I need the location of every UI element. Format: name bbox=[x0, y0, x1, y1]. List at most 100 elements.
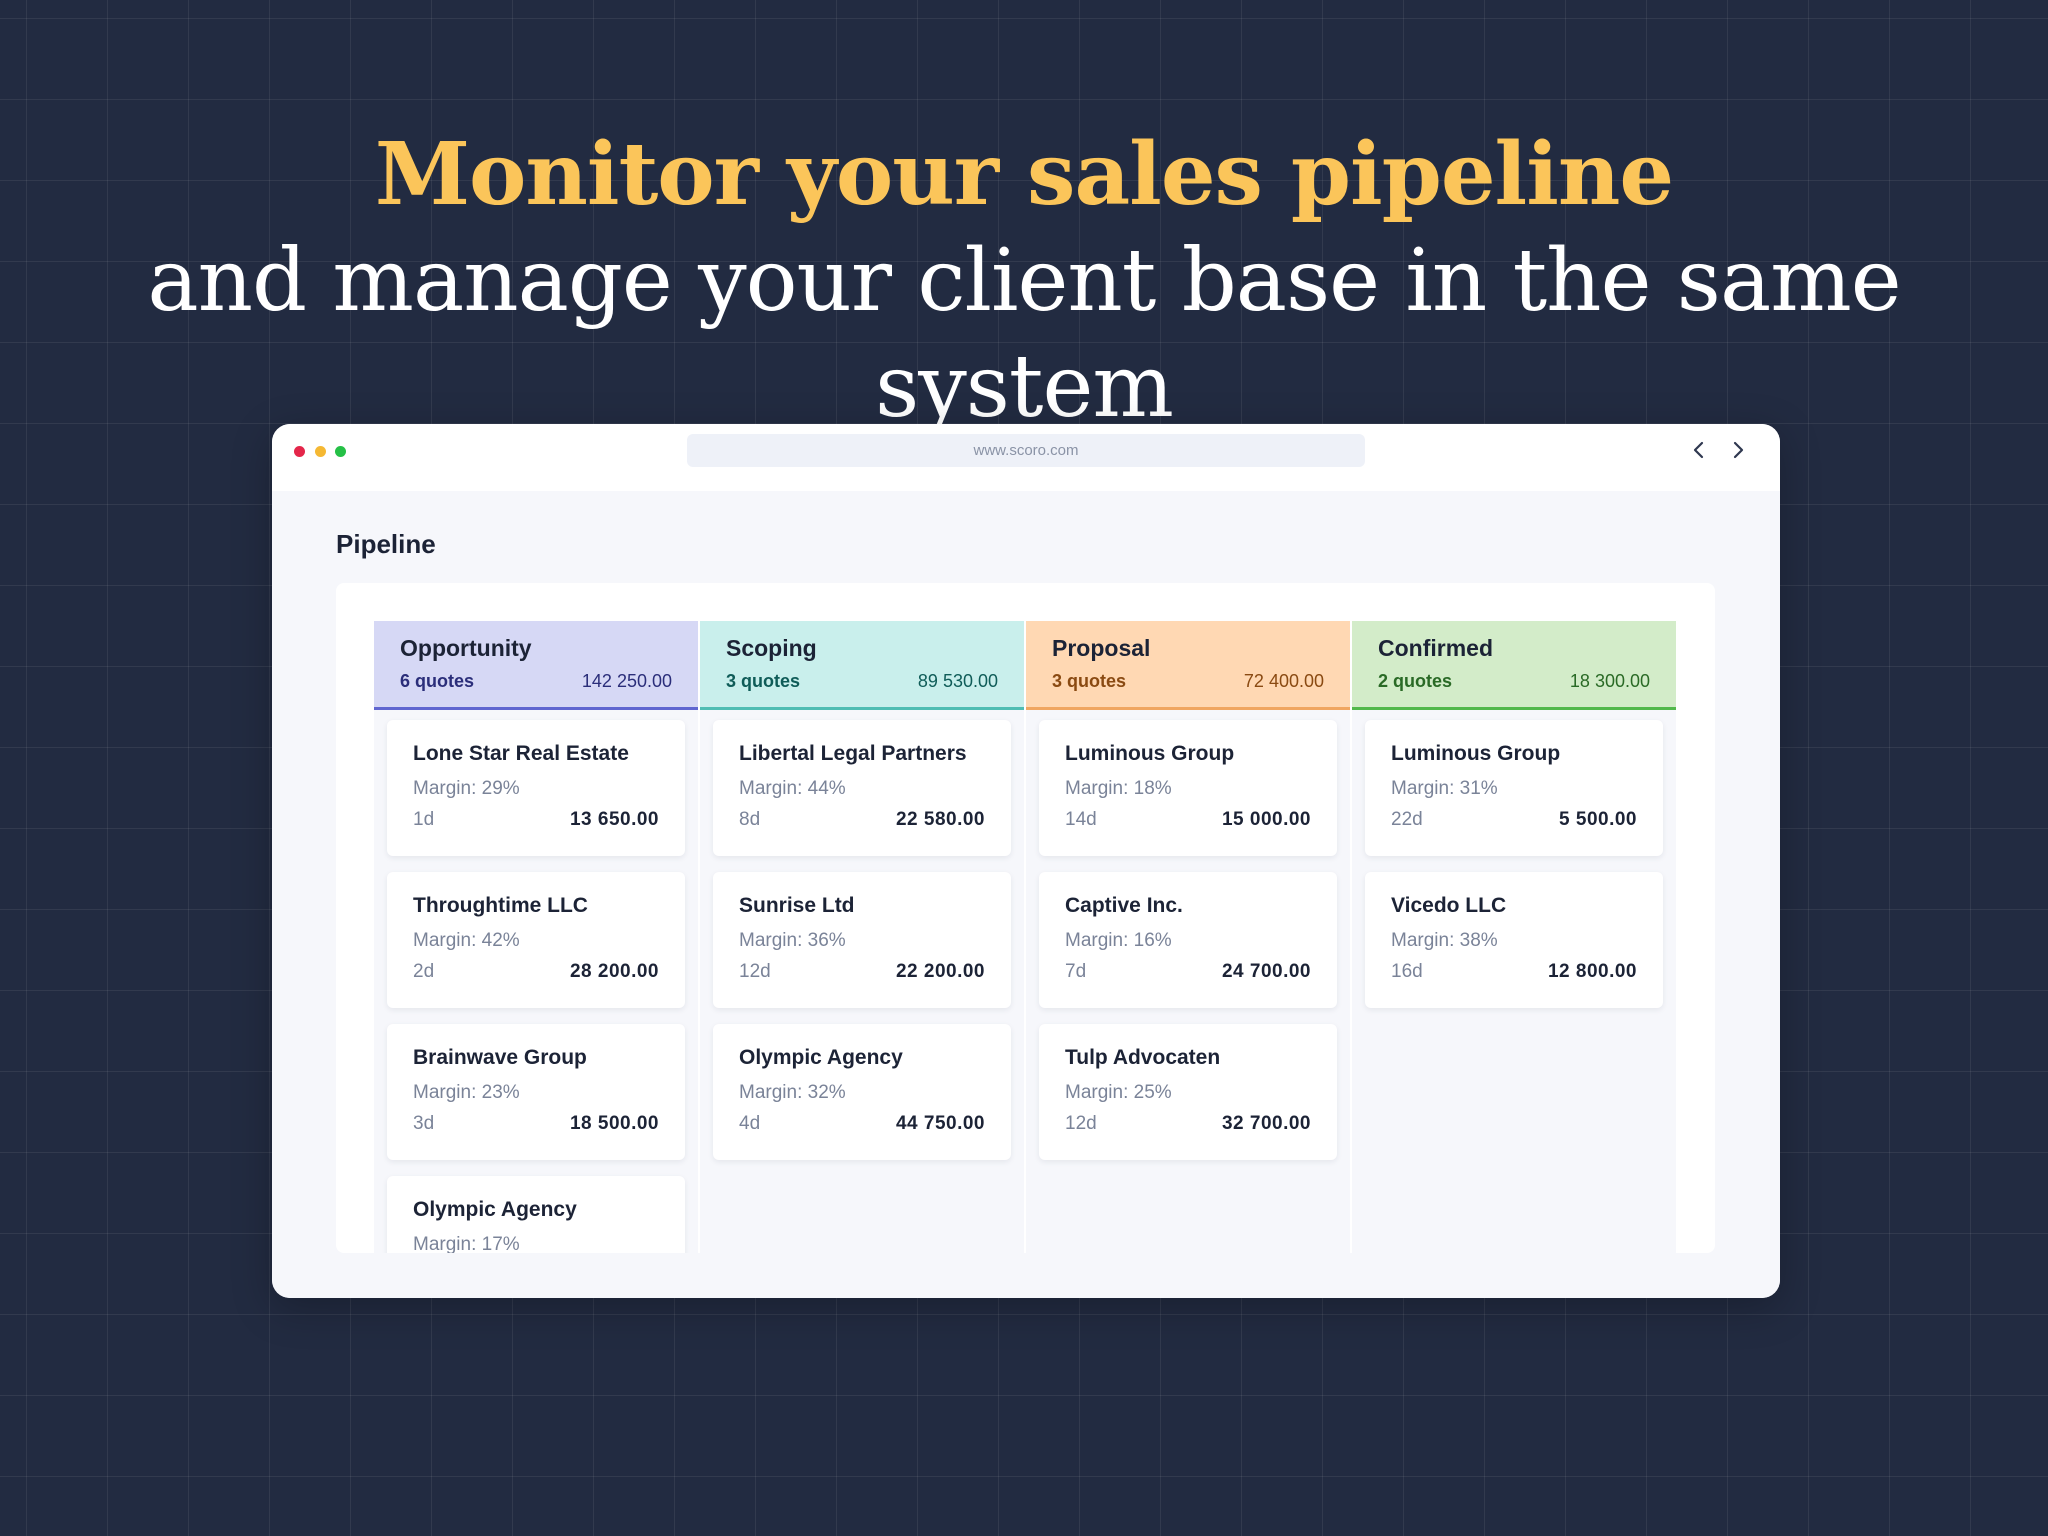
minimize-window-dot[interactable] bbox=[315, 446, 326, 457]
quote-margin: Margin: 36% bbox=[739, 930, 846, 951]
quote-age: 3d bbox=[413, 1113, 435, 1134]
quote-amount: 13 650.00 bbox=[569, 809, 659, 830]
quote-client-name: Olympic Agency bbox=[739, 1046, 903, 1069]
quote-amount: 44 750.00 bbox=[895, 1113, 985, 1134]
quote-age: 16d bbox=[1391, 961, 1423, 982]
quote-amount: 28 200.00 bbox=[569, 961, 659, 982]
column-title: Proposal bbox=[1052, 635, 1151, 661]
quote-client-name: Libertal Legal Partners bbox=[739, 742, 967, 765]
column-total: 142 250.00 bbox=[581, 671, 672, 691]
quote-age: 22d bbox=[1391, 809, 1423, 830]
column-quote-count: 3 quotes bbox=[726, 671, 801, 691]
quote-margin: Margin: 38% bbox=[1391, 930, 1498, 951]
chevron-right-icon[interactable] bbox=[1727, 438, 1749, 462]
quote-age: 2d bbox=[413, 961, 435, 982]
column-meta: 3 quotes 72 400.00 bbox=[1052, 671, 1324, 692]
quote-amount: 15 000.00 bbox=[1221, 809, 1311, 830]
quote-footer: 1d 13 650.00 bbox=[413, 809, 659, 831]
quote-age: 1d bbox=[413, 809, 435, 830]
quote-age: 14d bbox=[1065, 809, 1097, 830]
quote-margin: Margin: 29% bbox=[413, 778, 520, 799]
quote-card[interactable]: Throughtime LLC Margin: 42% 2d 28 200.00 bbox=[387, 872, 685, 1008]
quote-card[interactable]: Vicedo LLC Margin: 38% 16d 12 800.00 bbox=[1365, 872, 1663, 1008]
quote-footer: 14d 15 000.00 bbox=[1065, 809, 1311, 831]
quote-age: 7d bbox=[1065, 961, 1087, 982]
quote-client-name: Luminous Group bbox=[1391, 742, 1561, 765]
column-title: Opportunity bbox=[400, 635, 532, 661]
column-total: 89 530.00 bbox=[917, 671, 998, 691]
column-total: 18 300.00 bbox=[1569, 671, 1650, 691]
quote-age: 4d bbox=[739, 1113, 761, 1134]
quote-footer: 3d 18 500.00 bbox=[413, 1113, 659, 1135]
column-meta: 3 quotes 89 530.00 bbox=[726, 671, 998, 692]
quote-age: 8d bbox=[739, 809, 761, 830]
column-quote-count: 6 quotes bbox=[400, 671, 475, 691]
quote-footer: 12d 22 200.00 bbox=[739, 961, 985, 983]
quote-margin: Margin: 25% bbox=[1065, 1082, 1172, 1103]
quote-client-name: Luminous Group bbox=[1065, 742, 1235, 765]
page-title: Pipeline bbox=[336, 529, 436, 559]
quote-client-name: Olympic Agency bbox=[413, 1198, 577, 1221]
headline-line-2: and manage your client base in the same … bbox=[147, 231, 1901, 437]
quote-footer: 7d 24 700.00 bbox=[1065, 961, 1311, 983]
quote-margin: Margin: 32% bbox=[739, 1082, 846, 1103]
browser-titlebar: www.scoro.com bbox=[272, 424, 1780, 491]
headline: Monitor your sales pipeline and manage y… bbox=[0, 122, 2048, 440]
quote-amount: 5 500.00 bbox=[1559, 809, 1637, 830]
quote-client-name: Vicedo LLC bbox=[1391, 894, 1507, 917]
quote-amount: 24 700.00 bbox=[1221, 961, 1311, 982]
column-header[interactable]: Opportunity 6 quotes 142 250.00 bbox=[374, 621, 698, 710]
column-meta: 6 quotes 142 250.00 bbox=[400, 671, 672, 692]
quote-age: 12d bbox=[739, 961, 771, 982]
headline-line-1: Monitor your sales pipeline bbox=[374, 124, 1674, 225]
column-quote-count: 2 quotes bbox=[1378, 671, 1453, 691]
quote-amount: 18 500.00 bbox=[569, 1113, 659, 1134]
quote-footer: 8d 22 580.00 bbox=[739, 809, 985, 831]
maximize-window-dot[interactable] bbox=[335, 446, 346, 457]
column-title: Scoping bbox=[726, 635, 817, 661]
quote-client-name: Brainwave Group bbox=[413, 1046, 587, 1069]
quote-footer: 16d 12 800.00 bbox=[1391, 961, 1637, 983]
quote-amount: 22 200.00 bbox=[895, 961, 985, 982]
quote-margin: Margin: 17% bbox=[413, 1234, 520, 1253]
quote-margin: Margin: 31% bbox=[1391, 778, 1498, 799]
column-header[interactable]: Proposal 3 quotes 72 400.00 bbox=[1026, 621, 1350, 710]
column-quote-count: 3 quotes bbox=[1052, 671, 1127, 691]
close-window-dot[interactable] bbox=[294, 446, 305, 457]
quote-client-name: Tulp Advocaten bbox=[1065, 1046, 1221, 1069]
quote-amount: 12 800.00 bbox=[1547, 961, 1637, 982]
quote-footer: 4d 44 750.00 bbox=[739, 1113, 985, 1135]
quote-margin: Margin: 44% bbox=[739, 778, 846, 799]
quote-client-name: Lone Star Real Estate bbox=[413, 742, 629, 765]
quote-margin: Margin: 23% bbox=[413, 1082, 520, 1103]
quote-client-name: Throughtime LLC bbox=[413, 894, 588, 917]
chevron-left-icon[interactable] bbox=[1688, 438, 1710, 462]
quote-margin: Margin: 42% bbox=[413, 930, 520, 951]
quote-margin: Margin: 18% bbox=[1065, 778, 1172, 799]
browser-window: www.scoro.com Pipeline Opportunity 6 quot… bbox=[272, 424, 1780, 1298]
quote-amount: 22 580.00 bbox=[895, 809, 985, 830]
column-header[interactable]: Scoping 3 quotes 89 530.00 bbox=[700, 621, 1024, 710]
quote-client-name: Captive Inc. bbox=[1065, 894, 1183, 917]
address-bar[interactable]: www.scoro.com bbox=[687, 434, 1365, 467]
quote-amount: 32 700.00 bbox=[1221, 1113, 1311, 1134]
column-total: 72 400.00 bbox=[1243, 671, 1324, 691]
